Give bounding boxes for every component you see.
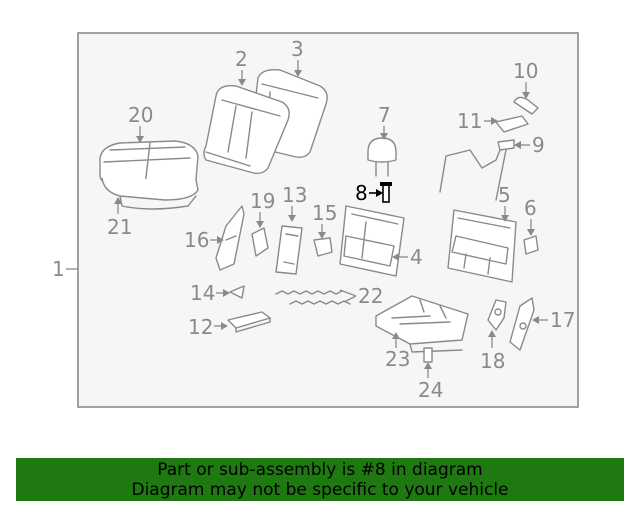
arrow-5: [501, 215, 509, 222]
callout-1: 1: [52, 257, 65, 281]
part-24-bolt: [423, 347, 433, 363]
part-15-bracket: [313, 237, 333, 257]
arrow-2: [238, 79, 246, 86]
callout-13: 13: [282, 183, 307, 207]
part-9-latch: [497, 139, 515, 151]
arrow-14: [223, 289, 230, 297]
arrow-21: [114, 197, 122, 204]
callout-14: 14: [190, 281, 215, 305]
arrow-16: [217, 236, 224, 244]
callout-16: 16: [184, 228, 209, 252]
arrow-23: [392, 332, 400, 339]
part-20-21-seat-cushion: [99, 140, 199, 210]
callout-19: 19: [250, 189, 275, 213]
arrow-10: [522, 92, 530, 99]
callout-21: 21: [107, 215, 132, 239]
part-11-bezel: [495, 115, 529, 133]
callout-24: 24: [418, 378, 443, 402]
arrow-13: [288, 215, 296, 222]
callout-22: 22: [358, 284, 383, 308]
part-5-backrest-frame: [447, 209, 517, 283]
callout-23: 23: [385, 347, 410, 371]
part-19-trim: [251, 227, 269, 257]
arrow-17: [532, 316, 539, 324]
callout-2: 2: [235, 47, 248, 71]
arrow-4: [392, 253, 399, 261]
part-9-cable: [439, 149, 507, 201]
info-banner: Part or sub-assembly is #8 in diagram Di…: [16, 458, 624, 501]
part-2-3-seat-backs: [203, 68, 328, 175]
part-17-side-bracket: [509, 297, 535, 351]
arrow-7: [380, 133, 388, 140]
part-14-clip: [229, 285, 245, 299]
part-4-back-panel: [339, 205, 405, 277]
callout-9: 9: [532, 133, 545, 157]
arrow-20: [136, 136, 144, 143]
callout-20: 20: [128, 103, 153, 127]
callout-3: 3: [291, 37, 304, 61]
banner-line-1: Part or sub-assembly is #8 in diagram: [157, 460, 483, 480]
callout-18: 18: [480, 349, 505, 373]
arrow-24: [424, 362, 432, 369]
arrow-19: [256, 221, 264, 228]
parts-diagram: 1 20 21 2 3 7 8 10 11: [52, 32, 579, 408]
part-22-springs: [275, 290, 351, 305]
part-6-clip: [523, 235, 539, 255]
arrow-15: [318, 232, 326, 239]
callout-7: 7: [378, 103, 391, 127]
arrow-6: [527, 229, 535, 236]
arrow-18: [488, 330, 496, 337]
callout-5: 5: [498, 183, 511, 207]
leader-22a: [339, 289, 357, 297]
callout-17: 17: [550, 308, 575, 332]
leader-22b: [343, 295, 357, 303]
arrow-11: [491, 117, 498, 125]
arrow-12: [221, 322, 228, 330]
callout-6: 6: [524, 196, 537, 220]
callout-15: 15: [312, 201, 337, 225]
banner-line-2: Diagram may not be specific to your vehi…: [131, 480, 509, 500]
callout-12: 12: [188, 315, 213, 339]
callout-11: 11: [457, 109, 482, 133]
arrow-9: [514, 141, 521, 149]
part-10-cover: [513, 96, 539, 115]
callout-8: 8: [355, 181, 368, 205]
part-13-pad: [275, 225, 303, 275]
arrow-8: [376, 189, 383, 197]
part-23-cushion-frame: [375, 295, 469, 353]
callout-10: 10: [513, 59, 538, 83]
part-7-headrest: [367, 137, 397, 177]
arrow-3: [294, 70, 302, 77]
callout-4: 4: [410, 245, 423, 269]
